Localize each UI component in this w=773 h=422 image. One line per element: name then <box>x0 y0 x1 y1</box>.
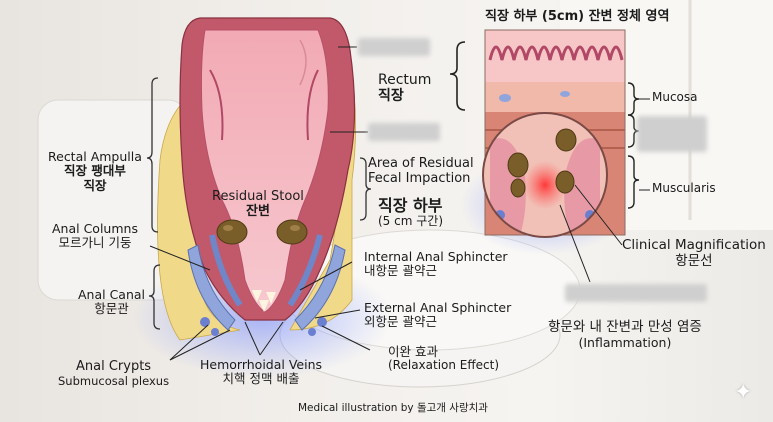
internal-sphincter-label: Internal Anal Sphincter 내항문 괄약근 <box>364 249 508 279</box>
residual-stool-right <box>276 219 308 245</box>
anal-columns-left <box>209 234 243 307</box>
flow-arrows <box>252 290 276 312</box>
internal-sphincter-right <box>294 244 346 331</box>
mucosa-label: Mucosa <box>652 90 698 104</box>
anal-columns-right <box>287 234 323 307</box>
external-sphincter-label: External Anal Sphincter 외항문 괄약근 <box>364 300 512 330</box>
inset-title: 직장 하부 (5cm) 잔변 정체 영역 <box>485 9 670 24</box>
anal-canal-label: Anal Canal 항문관 <box>78 287 146 317</box>
clinical-magnification-label: Clinical Magnification 항문선 <box>622 237 766 269</box>
muscularis-label: Muscularis <box>652 181 716 195</box>
sparkle-icon: ✦ <box>734 380 753 405</box>
redacted-label-4 <box>565 284 707 302</box>
hemorrhoidal-label: Hemorrhoidal Veins 치핵 정맥 배출 <box>200 357 323 387</box>
rectal-ampulla-label: Rectal Ampulla 직장 팽대부 직장 <box>48 149 142 193</box>
residual-stool-label: Residual Stool 잔변 <box>212 189 304 219</box>
rectum-label: Rectum 직장 <box>378 72 432 105</box>
relaxation-label: 이완 효과 (Relaxation Effect) <box>388 344 500 373</box>
redacted-label-1 <box>358 38 430 56</box>
anal-crypts-label: Anal Crypts Submucosal plexus <box>58 359 170 388</box>
residual-stool-left <box>216 219 248 245</box>
residual-area-label: Area of Residual Fecal Impaction <box>368 156 474 186</box>
anal-columns-label: Anal Columns 모르가니 기둥 <box>52 221 138 251</box>
redacted-label-3 <box>637 116 707 152</box>
inset-villi <box>488 45 624 61</box>
rectum-lumen <box>200 29 329 313</box>
inflammation-label: 항문와 내 잔변과 만성 염증 (Inflammation) <box>548 319 702 350</box>
redacted-label-2 <box>368 123 440 141</box>
lower-rectum-label: 직장 하부 (5 cm 구간) <box>378 196 443 229</box>
inset-stool <box>507 152 529 178</box>
credit-text: Medical illustration by 돌고개 사랑치과 <box>298 402 488 414</box>
